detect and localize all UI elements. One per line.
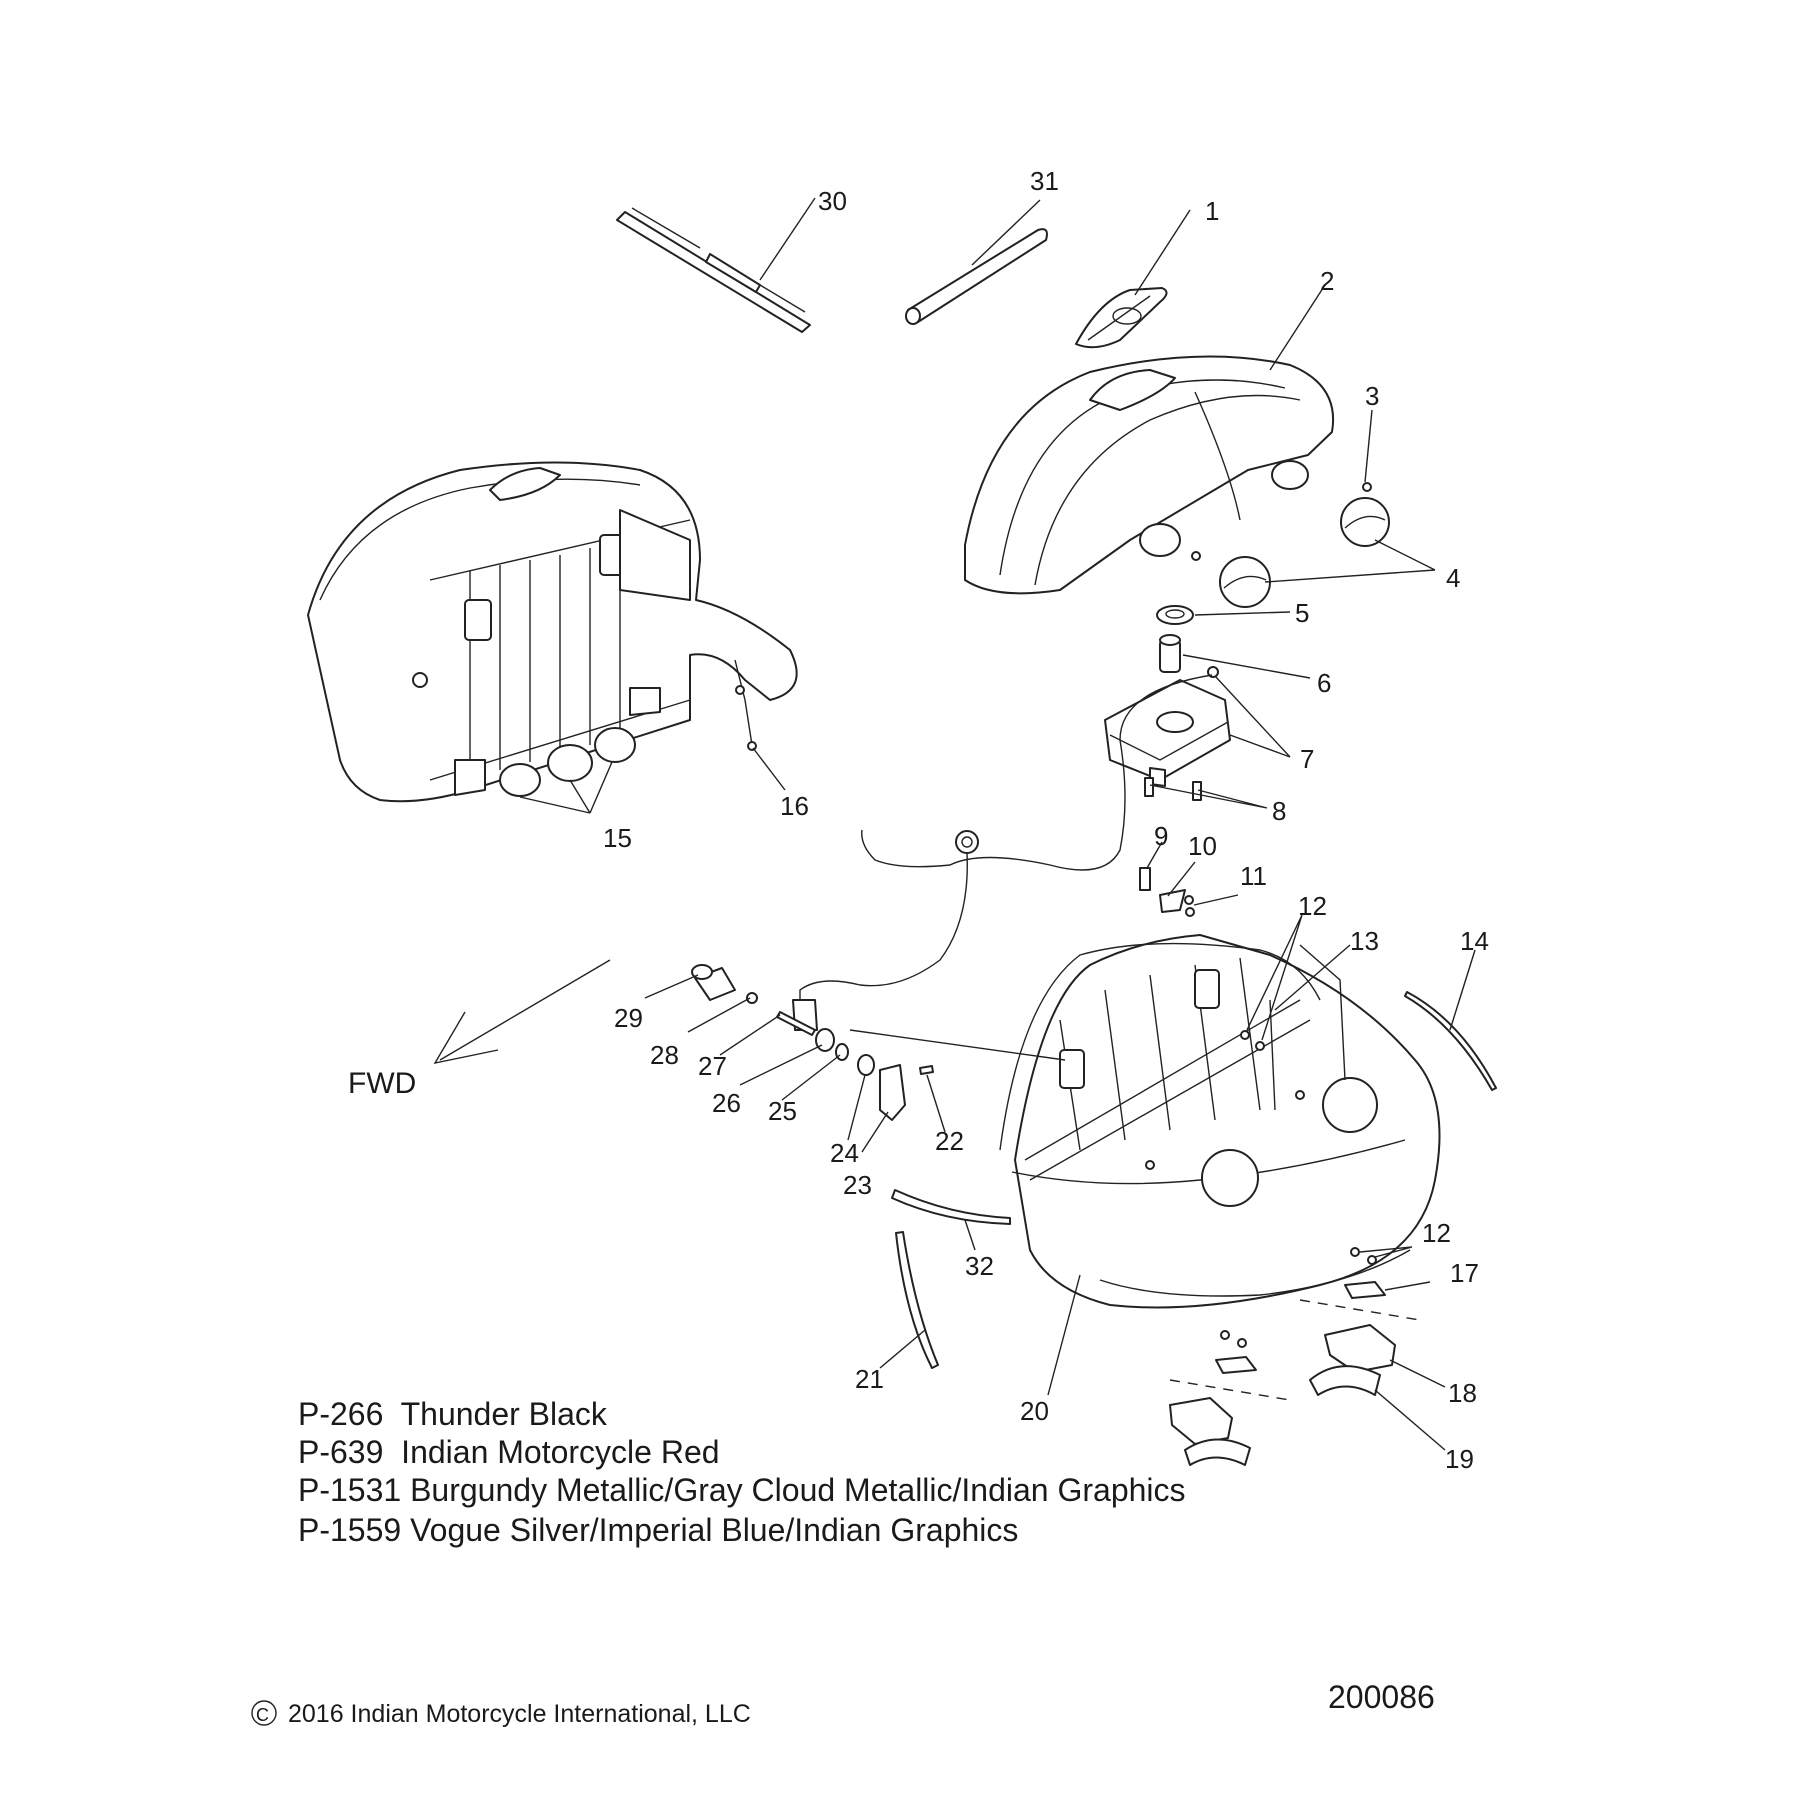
part-15-straps	[499, 727, 636, 797]
release-cable	[861, 674, 1213, 871]
part-21-seal	[895, 1231, 939, 1369]
part-2-lid	[964, 355, 1335, 595]
callout-8: 8	[1272, 796, 1286, 826]
callout-12-lower: 12	[1422, 1218, 1451, 1248]
callout-26: 26	[712, 1088, 741, 1118]
part-6-lock-cylinder	[1159, 634, 1181, 673]
part-16-tether	[734, 659, 757, 751]
part-3-screw	[1191, 482, 1372, 561]
part-28-nut	[746, 992, 758, 1004]
part-12-screws-lower	[1220, 1247, 1377, 1348]
copyright-circle	[251, 1700, 277, 1726]
part-31-seal	[905, 228, 1048, 325]
copyright-symbol: C	[256, 1705, 269, 1725]
fwd-label: FWD	[348, 1067, 416, 1100]
part-9-clip	[1139, 867, 1151, 891]
callout-32: 32	[965, 1251, 994, 1281]
callout-29: 29	[614, 1003, 643, 1033]
callout-labels: 30 31 1 2 3 4 5 6 7 8 9 10 11 12 13 14 1…	[603, 166, 1489, 1474]
callout-3: 3	[1365, 381, 1379, 411]
part-26-spacer	[815, 1028, 835, 1052]
callout-21: 21	[855, 1364, 884, 1394]
paint-code-2: P-639 Indian Motorcycle Red	[298, 1434, 720, 1470]
part-17-plate	[1215, 1281, 1386, 1374]
callout-22: 22	[935, 1126, 964, 1156]
callout-11: 11	[1240, 861, 1267, 891]
part-12-screws-upper	[1240, 1030, 1265, 1051]
paint-code-3: P-1531 Burgundy Metallic/Gray Cloud Meta…	[298, 1472, 1186, 1508]
callout-20: 20	[1020, 1396, 1049, 1426]
leader-lines	[519, 197, 1476, 1451]
callout-30: 30	[818, 186, 847, 216]
mount-line-1	[1299, 1299, 1421, 1321]
fwd-arrow	[433, 959, 611, 1065]
paint-code-list: P-266 Thunder Black P-639 Indian Motorcy…	[298, 1396, 1186, 1548]
part-5-grommet	[1156, 605, 1194, 625]
hardware-axis-line	[849, 1029, 1066, 1061]
callout-18: 18	[1448, 1378, 1477, 1408]
copyright-line: C 2016 Indian Motorcycle International, …	[251, 1700, 751, 1728]
callout-5: 5	[1295, 598, 1309, 628]
paint-code-1: P-266 Thunder Black	[298, 1396, 608, 1432]
callout-1: 1	[1205, 196, 1219, 226]
callout-17: 17	[1450, 1258, 1479, 1288]
part-1-latch-handle	[1075, 287, 1168, 349]
part-32-seal	[891, 1189, 1011, 1225]
callout-28: 28	[650, 1040, 679, 1070]
part-27-bolt	[776, 1011, 816, 1036]
callout-6: 6	[1317, 668, 1331, 698]
callout-12-upper: 12	[1298, 891, 1327, 921]
part-14-edge-trim	[1404, 991, 1497, 1091]
callout-14: 14	[1460, 926, 1489, 956]
part-4-emblems	[1219, 497, 1390, 608]
wire-harness	[792, 830, 979, 1031]
part-22-pin	[919, 1065, 934, 1075]
callout-23: 23	[843, 1170, 872, 1200]
callout-7: 7	[1300, 744, 1314, 774]
part-11-screws	[1184, 895, 1195, 917]
callout-2: 2	[1320, 266, 1334, 296]
part-29-bushing	[691, 964, 736, 1001]
copyright-text: 2016 Indian Motorcycle International, LL…	[288, 1700, 751, 1728]
callout-31: 31	[1030, 166, 1059, 196]
paint-code-4: P-1559 Vogue Silver/Imperial Blue/Indian…	[298, 1512, 1018, 1548]
part-13-strap	[1269, 999, 1276, 1111]
drawing-number: 200086	[1328, 1679, 1435, 1715]
mount-line-2	[1169, 1379, 1291, 1401]
part-25-washer	[835, 1043, 849, 1061]
callout-27: 27	[698, 1051, 727, 1081]
callout-19: 19	[1445, 1444, 1474, 1474]
part-18-bumper	[1169, 1324, 1396, 1445]
callout-15: 15	[603, 823, 632, 853]
saddlebag-rear-view	[307, 461, 798, 803]
part-24-washer	[857, 1054, 875, 1076]
callout-25: 25	[768, 1096, 797, 1126]
part-10-bracket	[1159, 889, 1186, 913]
part-19-bumper	[1184, 1365, 1381, 1466]
callout-16: 16	[780, 791, 809, 821]
callout-10: 10	[1188, 831, 1217, 861]
part-23-hinge-bracket	[879, 1064, 906, 1121]
callout-13: 13	[1350, 926, 1379, 956]
callout-9: 9	[1154, 821, 1168, 851]
part-20-saddlebag-body	[999, 934, 1441, 1309]
callout-24: 24	[830, 1138, 859, 1168]
callout-4: 4	[1446, 563, 1460, 593]
part-30-trim-strip	[616, 207, 811, 333]
